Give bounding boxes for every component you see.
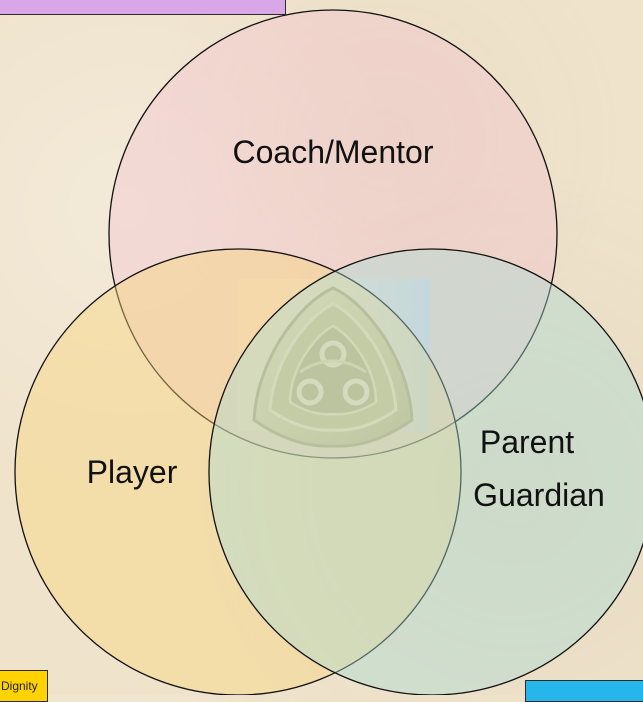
bottom-blue-box [525,680,643,702]
parent-guardian-circle [208,248,643,695]
top-purple-box [0,0,286,15]
dignity-label: Dignity [1,679,38,693]
dignity-box: Dignity [0,670,48,702]
player-label: Player [87,454,178,490]
parent-label: Parent [480,424,574,460]
coach-mentor-label: Coach/Mentor [233,134,434,170]
player-circle [14,248,462,695]
celtic-emblem-icon [252,286,414,448]
coach-mentor-circle [108,9,558,459]
guardian-label: Guardian [473,477,605,513]
